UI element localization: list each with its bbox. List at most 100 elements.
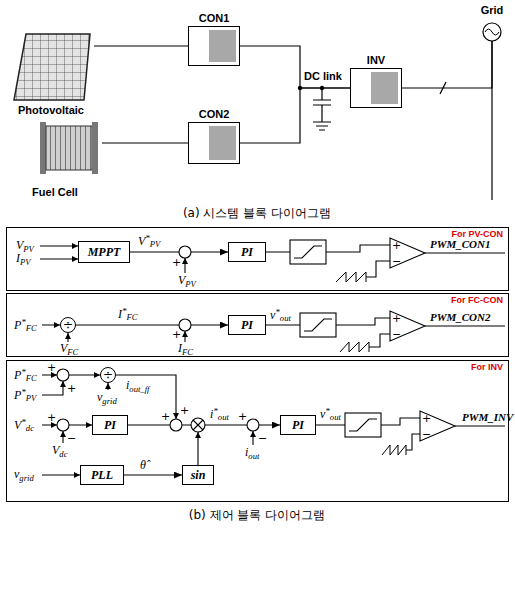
three-phase-mark [440, 82, 446, 94]
control-block: MPPT [78, 241, 130, 263]
pv-panel [14, 34, 90, 100]
signal-subscript: FC [182, 347, 193, 357]
control-block: PI [92, 415, 128, 435]
control-panel: ÷ PI For FC-CON [6, 293, 509, 357]
signal-subscript: PV [23, 244, 34, 254]
converter-box: INV [350, 68, 402, 108]
signal-star: * [325, 406, 330, 416]
signal-base: i [210, 407, 213, 421]
control-block: PLL [80, 465, 124, 485]
signal-subscript: PV [20, 257, 31, 267]
signal-arrow [76, 324, 228, 325]
signal-base: I [16, 251, 20, 265]
signal-subscript: FC [26, 373, 37, 383]
signal-subscript: PV [26, 393, 37, 403]
signal-subscript: FC [26, 323, 37, 333]
carrier-sawtooth [336, 272, 406, 455]
summing-junction [57, 419, 69, 431]
converter-box: CON2 [188, 122, 240, 164]
signal-name: IPV [16, 251, 31, 267]
signal-name: v*out [320, 406, 341, 423]
signal-name: vgrid [14, 467, 34, 483]
signal-star: * [21, 367, 26, 377]
signal-star: * [122, 306, 127, 316]
multiplier-cross [193, 420, 203, 430]
sign-mark: + [392, 312, 401, 325]
signal-name: Vdc [52, 443, 68, 459]
sign-mark: + [180, 404, 189, 417]
signal-subscript: out [248, 451, 259, 461]
signal-name: I*FC [118, 306, 138, 323]
signal-name: P*FC [14, 367, 37, 384]
node-text: Photovoltaic [18, 104, 84, 116]
signal-base: V [178, 273, 185, 287]
signal-name: vgrid [97, 390, 117, 406]
node-text: For INV [471, 362, 503, 372]
signal-base: V [60, 341, 67, 355]
divider-junction: ÷ [100, 367, 116, 383]
signal-name: iout_ff [126, 378, 149, 394]
node-text: For PV-CON [451, 229, 503, 239]
signal-base: v [97, 390, 102, 404]
figure-caption: (b) 제어 블록 다이어그램 [189, 507, 325, 524]
sign-mark: − [67, 432, 76, 445]
signal-subscript: PV [185, 279, 196, 289]
control-block: sin [182, 465, 214, 485]
node-text: PI [241, 319, 253, 331]
sign-mark: + [238, 410, 247, 423]
signal-subscript: PV [150, 239, 161, 249]
signal-star: * [145, 233, 150, 243]
signal-subscript: FC [67, 347, 78, 357]
signal-name: V*PV [138, 233, 160, 250]
signal-star: * [21, 317, 26, 327]
comparator [390, 238, 455, 441]
fc-end-plate [40, 122, 46, 174]
signal-name: i*out [210, 406, 229, 423]
converter-box: CON1 [188, 26, 240, 66]
node-text: Grid [481, 4, 504, 16]
signal-star: * [213, 406, 218, 416]
sign-mark: − [258, 432, 267, 445]
signal-arrow [124, 474, 182, 475]
signal-base: P [14, 388, 21, 402]
power-wire [94, 45, 188, 46]
grid-bus [491, 41, 492, 200]
signal-subscript: dc [59, 449, 67, 459]
signal-star: * [21, 417, 26, 427]
energy-source: Photovoltaic [8, 30, 94, 116]
sign-mark: + [172, 328, 181, 341]
divider-junction: ÷ [60, 317, 76, 333]
signal-base: V [52, 443, 59, 457]
sign-mark: + [172, 256, 181, 269]
signal-base: i [126, 378, 129, 392]
control-panel: MPPTPIFor PV-CON [6, 227, 509, 291]
signal-subscript: grid [102, 396, 116, 406]
junction-dot [298, 86, 302, 90]
signal-subscript: out [330, 412, 341, 422]
node-text: sin [191, 469, 206, 481]
signal-base: V [14, 418, 21, 432]
signal-base: i [245, 445, 248, 459]
signal-subscript: out_ff [129, 384, 149, 394]
signal-subscript: out [280, 313, 291, 323]
figure-caption: (a) 시스템 블록 다이어그램 [183, 205, 331, 222]
bus-label: DC link [304, 70, 342, 82]
sign-mark: + [67, 382, 76, 395]
power-wire [240, 88, 350, 143]
sign-mark: + [392, 239, 401, 252]
grid-source: Grid [476, 4, 508, 41]
power-wire [240, 46, 350, 88]
control-panel: ÷ PI PI PLL sin For INV [6, 360, 509, 502]
signal-star: * [21, 387, 26, 397]
node-text: For FC-CON [451, 295, 503, 305]
node-text: PI [104, 419, 116, 431]
pwm-output: PWM_CON1 [430, 238, 491, 250]
power-wire [402, 41, 492, 88]
signal-base: v [320, 407, 325, 421]
signal-subscript: out [218, 412, 229, 422]
node-text: CON2 [177, 108, 251, 120]
signal-base: v [270, 308, 275, 322]
signal-base: P [14, 318, 21, 332]
signal-name: iout [245, 445, 259, 461]
control-block: PI [280, 415, 316, 435]
